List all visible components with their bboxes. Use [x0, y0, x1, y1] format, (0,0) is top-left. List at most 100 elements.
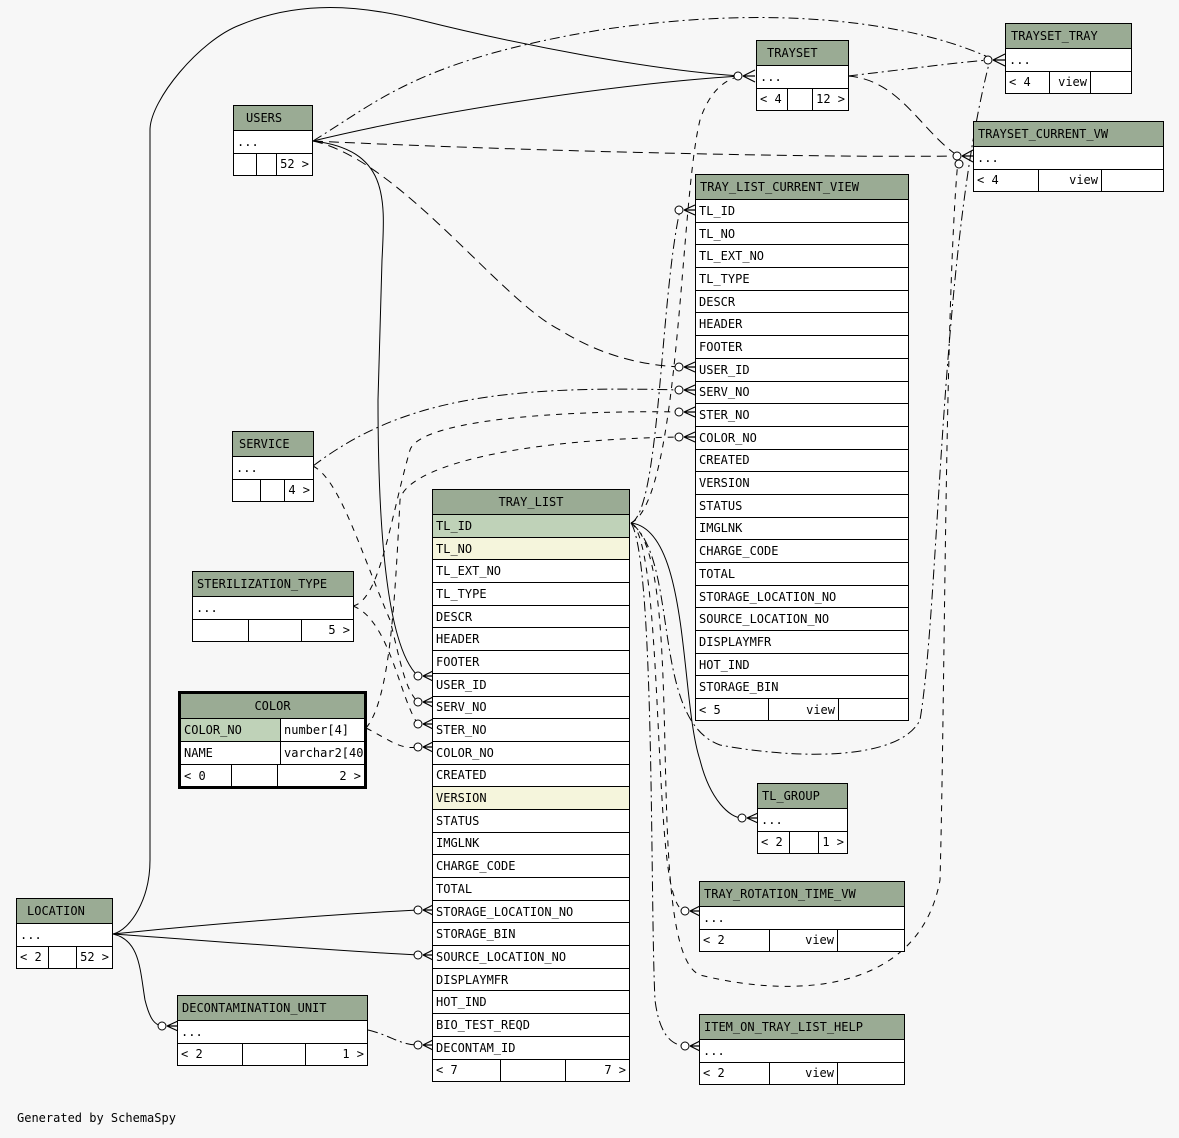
footer-right: [1101, 169, 1163, 191]
table-header[interactable]: TRAYSET: [757, 41, 848, 65]
column-imglnk[interactable]: IMGLNK: [696, 516, 908, 540]
column-footer[interactable]: FOOTER: [433, 650, 629, 673]
column-descr[interactable]: DESCR: [433, 604, 629, 628]
table-item-on-tray-list-help[interactable]: ITEM_ON_TRAY_LIST_HELP ... < 2 view: [699, 1014, 905, 1085]
table-trayset-current-vw[interactable]: TRAYSET_CURRENT_VW ... < 4 view: [973, 121, 1164, 192]
column-name[interactable]: NAME: [184, 746, 213, 760]
column-status[interactable]: STATUS: [433, 808, 629, 832]
table-color[interactable]: COLOR COLOR_NO number[4] NAME varchar2[4…: [178, 691, 367, 789]
column-storage-location-no[interactable]: STORAGE_LOCATION_NO: [696, 584, 908, 608]
parents-count[interactable]: < 4: [977, 173, 999, 188]
table-header[interactable]: COLOR: [181, 694, 364, 718]
parents-count[interactable]: < 2: [703, 933, 725, 948]
parents-count[interactable]: < 0: [184, 768, 206, 783]
table-header[interactable]: LOCATION: [17, 899, 112, 923]
table-tl-group[interactable]: TL_GROUP ... < 2 1 >: [757, 783, 848, 854]
column-bio-test-reqd[interactable]: BIO_TEST_REQD: [433, 1013, 629, 1036]
table-header[interactable]: ITEM_ON_TRAY_LIST_HELP: [700, 1015, 904, 1039]
children-count[interactable]: 2 >: [277, 765, 364, 786]
children-count[interactable]: 4 >: [284, 479, 313, 501]
column-user-id[interactable]: USER_ID: [696, 357, 908, 381]
column-status[interactable]: STATUS: [696, 493, 908, 517]
children-count[interactable]: 5 >: [301, 619, 353, 641]
table-header[interactable]: TRAY_LIST: [433, 490, 629, 514]
column-displaymfr[interactable]: DISPLAYMFR: [433, 967, 629, 991]
children-count[interactable]: 1 >: [305, 1043, 367, 1065]
optional-marker: [674, 205, 684, 215]
column-user-id[interactable]: USER_ID: [433, 672, 629, 696]
children-count[interactable]: 7 >: [565, 1059, 629, 1081]
table-header[interactable]: DECONTAMINATION_UNIT: [178, 996, 367, 1020]
column-footer[interactable]: FOOTER: [696, 335, 908, 358]
column-tl-id[interactable]: TL_ID: [696, 199, 908, 222]
parents-count[interactable]: < 2: [703, 1066, 725, 1081]
table-tray-rotation-time-vw[interactable]: TRAY_ROTATION_TIME_VW ... < 2 view: [699, 881, 905, 952]
children-count[interactable]: 52 >: [276, 153, 312, 175]
column-color-no[interactable]: COLOR_NO: [433, 740, 629, 764]
table-header[interactable]: USERS: [234, 106, 312, 130]
parents-count[interactable]: < 2: [761, 835, 783, 850]
column-decontam-id[interactable]: DECONTAM_ID: [433, 1035, 629, 1059]
table-header[interactable]: TRAY_ROTATION_TIME_VW: [700, 882, 904, 906]
children-count[interactable]: 12 >: [812, 88, 848, 110]
column-source-location-no[interactable]: SOURCE_LOCATION_NO: [433, 945, 629, 968]
column-created[interactable]: CREATED: [696, 448, 908, 472]
table-trayset[interactable]: TRAYSET ... < 4 12 >: [756, 40, 849, 111]
column-serv-no[interactable]: SERV_NO: [433, 695, 629, 719]
table-header[interactable]: STERILIZATION_TYPE: [193, 572, 353, 596]
table-header[interactable]: TRAY_LIST_CURRENT_VIEW: [696, 175, 908, 199]
column-ster-no[interactable]: STER_NO: [696, 403, 908, 426]
table-trayset-tray[interactable]: TRAYSET_TRAY ... < 4 view: [1005, 23, 1132, 94]
optional-marker: [413, 719, 423, 729]
column-tl-no[interactable]: TL_NO: [696, 221, 908, 245]
table-location[interactable]: LOCATION ... < 2 52 >: [16, 898, 113, 969]
column-tl-type[interactable]: TL_TYPE: [696, 267, 908, 290]
table-sterilization-type[interactable]: STERILIZATION_TYPE ... 5 >: [192, 571, 354, 642]
column-imglnk[interactable]: IMGLNK: [433, 831, 629, 855]
column-hot-ind[interactable]: HOT_IND: [433, 990, 629, 1013]
column-serv-no[interactable]: SERV_NO: [696, 380, 908, 404]
column-tl-ext-no[interactable]: TL_EXT_NO: [696, 244, 908, 267]
column-hot-ind[interactable]: HOT_IND: [696, 652, 908, 676]
column-storage-bin[interactable]: STORAGE_BIN: [433, 922, 629, 945]
column-charge-code[interactable]: CHARGE_CODE: [696, 539, 908, 562]
column-total[interactable]: TOTAL: [696, 562, 908, 585]
column-name[interactable]: COLOR_NO: [181, 719, 280, 741]
table-decontamination-unit[interactable]: DECONTAMINATION_UNIT ... < 2 1 >: [177, 995, 368, 1066]
parents-count[interactable]: < 2: [20, 950, 42, 965]
parents-count[interactable]: < 7: [436, 1063, 458, 1077]
column-ster-no[interactable]: STER_NO: [433, 718, 629, 741]
column-header[interactable]: HEADER: [433, 627, 629, 650]
column-tl-ext-no[interactable]: TL_EXT_NO: [433, 559, 629, 582]
column-header[interactable]: HEADER: [696, 312, 908, 335]
column-displaymfr[interactable]: DISPLAYMFR: [696, 630, 908, 653]
children-count[interactable]: 1 >: [818, 831, 847, 853]
parents-count[interactable]: < 2: [181, 1047, 203, 1062]
column-total[interactable]: TOTAL: [433, 877, 629, 900]
column-storage-bin[interactable]: STORAGE_BIN: [696, 675, 908, 698]
children-count[interactable]: 52 >: [76, 946, 112, 968]
table-service[interactable]: SERVICE ... 4 >: [232, 431, 314, 502]
column-color-no[interactable]: COLOR_NO: [696, 425, 908, 449]
column-version[interactable]: VERSION: [433, 786, 629, 809]
parents-count[interactable]: < 4: [1009, 75, 1031, 90]
table-header[interactable]: SERVICE: [233, 432, 313, 456]
table-users[interactable]: USERS ... 52 >: [233, 105, 313, 176]
column-source-location-no[interactable]: SOURCE_LOCATION_NO: [696, 607, 908, 630]
column-tl-id[interactable]: TL_ID: [433, 514, 629, 537]
table-header[interactable]: TRAYSET_TRAY: [1006, 24, 1131, 48]
column-created[interactable]: CREATED: [433, 763, 629, 787]
column-tl-type[interactable]: TL_TYPE: [433, 582, 629, 605]
column-charge-code[interactable]: CHARGE_CODE: [433, 854, 629, 877]
parents-count[interactable]: < 5: [699, 702, 721, 717]
column-tl-no[interactable]: TL_NO: [433, 536, 629, 560]
parents-count[interactable]: < 4: [760, 92, 782, 107]
table-header[interactable]: TRAYSET_CURRENT_VW: [974, 122, 1163, 146]
column-storage-location-no[interactable]: STORAGE_LOCATION_NO: [433, 899, 629, 923]
table-header[interactable]: TL_GROUP: [758, 784, 847, 808]
column-version[interactable]: VERSION: [696, 471, 908, 494]
column-descr[interactable]: DESCR: [696, 289, 908, 313]
edge-users-traylist: [312, 140, 419, 677]
